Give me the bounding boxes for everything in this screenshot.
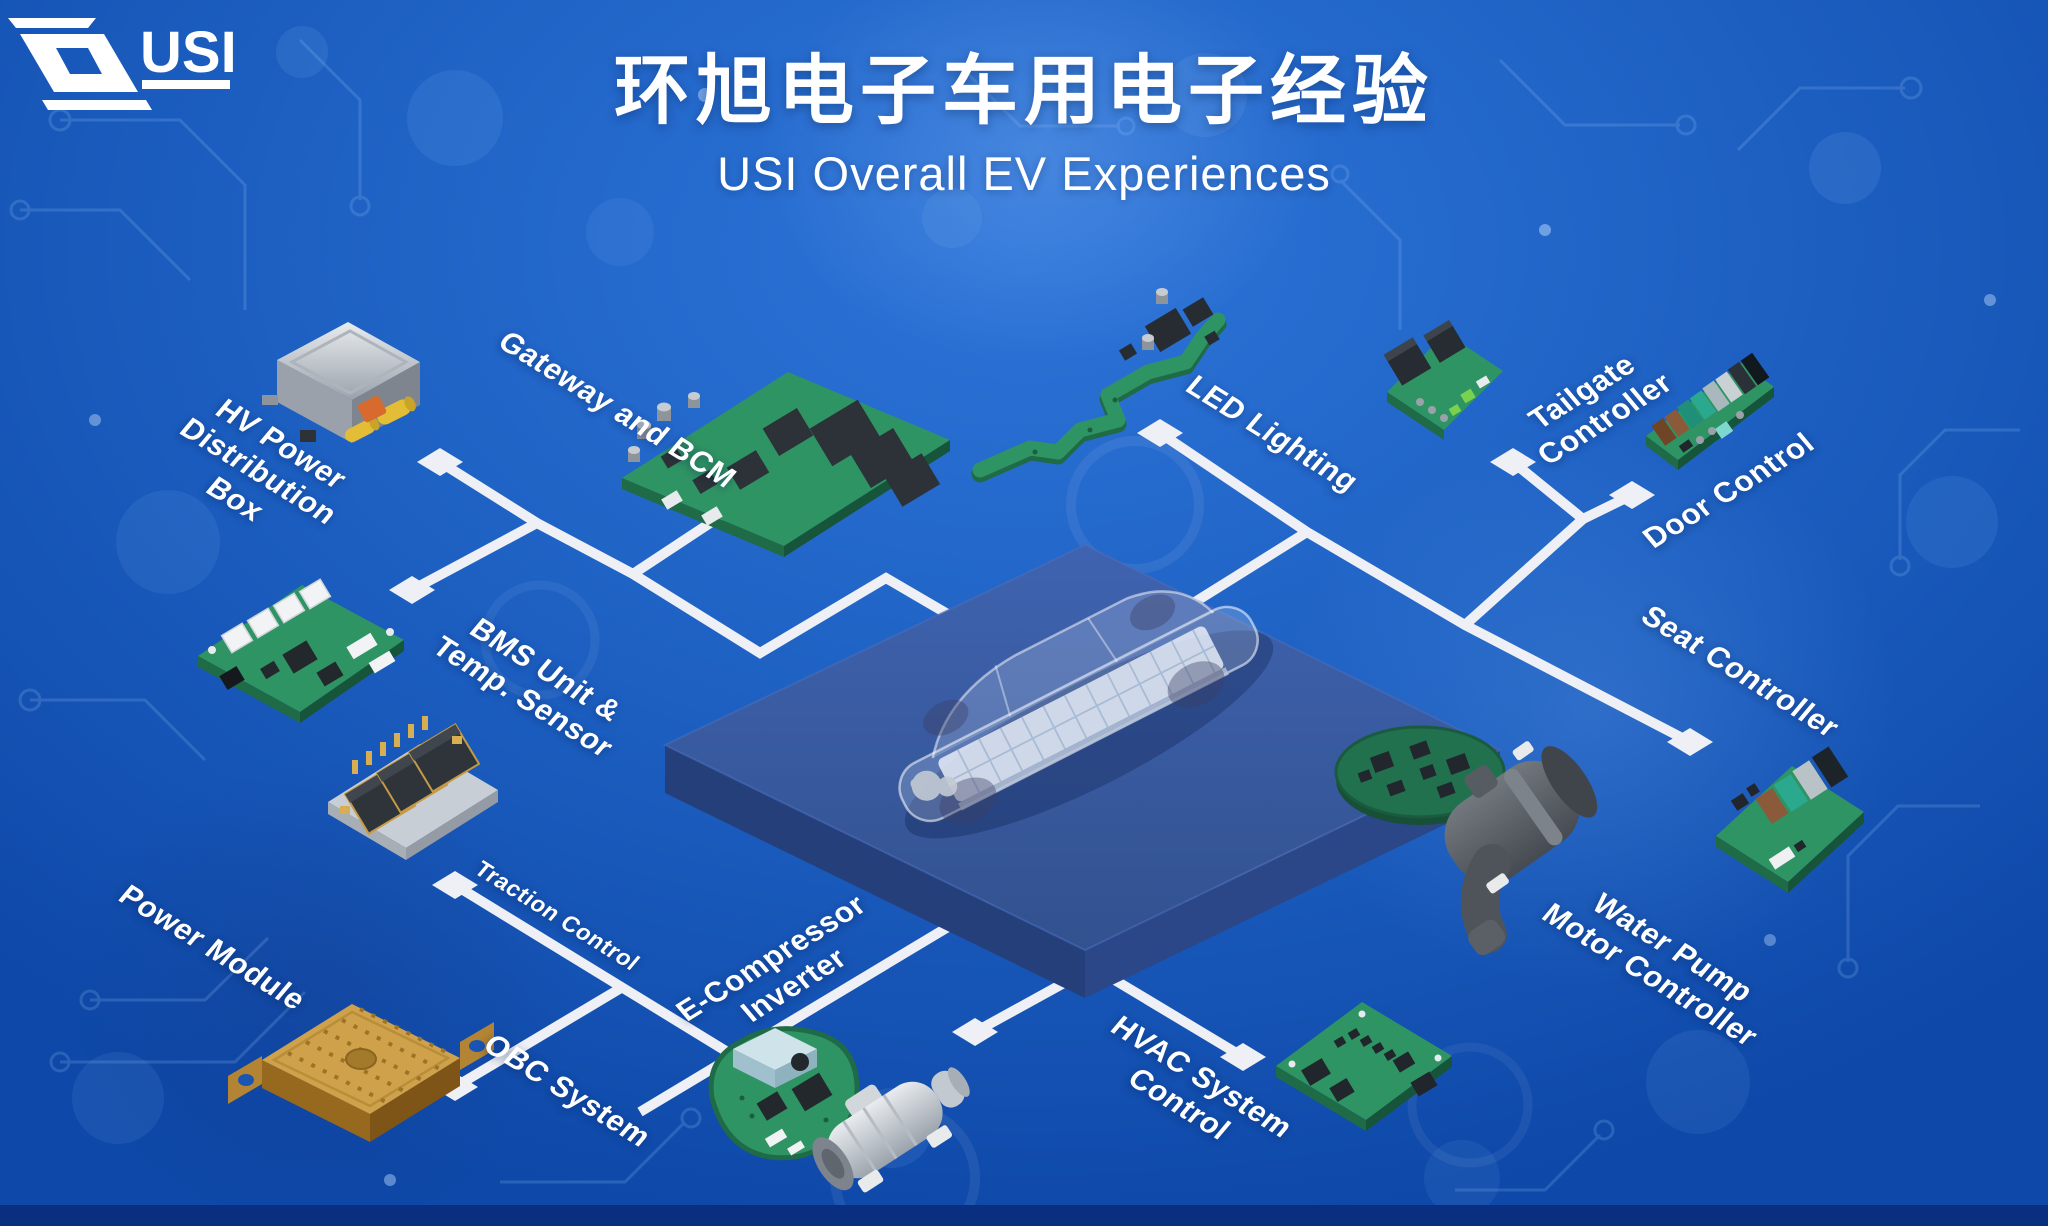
hvac-control-pcb [1276, 1002, 1452, 1131]
connector-node [952, 1018, 998, 1046]
traction-control-module [328, 716, 498, 860]
connector-node [1220, 1043, 1266, 1071]
tailgate-controller-pcb [1383, 319, 1503, 440]
connector-node [1667, 728, 1713, 756]
page-title: 环旭电子车用电子经验 [614, 49, 1434, 134]
usi-logo-underline [142, 80, 230, 89]
wire-bms [409, 518, 540, 595]
led-lighting-pcb [971, 288, 1227, 483]
connector-node [1137, 419, 1183, 447]
wire-tailgate [1461, 458, 1591, 629]
connector-node [417, 448, 463, 476]
power-module [228, 1004, 494, 1142]
e-compressor-inverter-pcb [708, 1026, 860, 1161]
usi-logo: USI [8, 18, 237, 110]
circuit-background [9, 38, 2020, 1192]
connector-node [1609, 481, 1655, 509]
bms-unit-pcb [198, 578, 404, 723]
connector-node [432, 871, 478, 899]
connector-node [1490, 448, 1536, 476]
gateway-bcm-pcb [622, 372, 950, 557]
connector-node [389, 576, 435, 604]
usi-logo-text: USI [140, 20, 237, 85]
usi-logo-mark [8, 18, 152, 110]
wire-traction [452, 880, 737, 1061]
hv-power-distribution-box-model [262, 322, 420, 443]
wire-obc [452, 983, 624, 1092]
seat-controller-pcb [1716, 746, 1864, 893]
e-compressor-motor [812, 1067, 970, 1193]
ev-car [898, 590, 1274, 839]
background-bokeh-dots [72, 26, 1998, 1226]
door-control-pcb [1646, 352, 1774, 470]
water-pump-motor [1444, 741, 1598, 956]
header: 环旭电子车用电子经验 USI Overall EV Experiences [0, 52, 2048, 201]
page-subtitle: USI Overall EV Experiences [717, 146, 1331, 200]
bottom-accent-bar [0, 1205, 2048, 1226]
wire-right-trunk [1157, 428, 1693, 747]
wire-left-trunk [437, 457, 983, 659]
water-pump-controller-pcb [1334, 725, 1506, 825]
